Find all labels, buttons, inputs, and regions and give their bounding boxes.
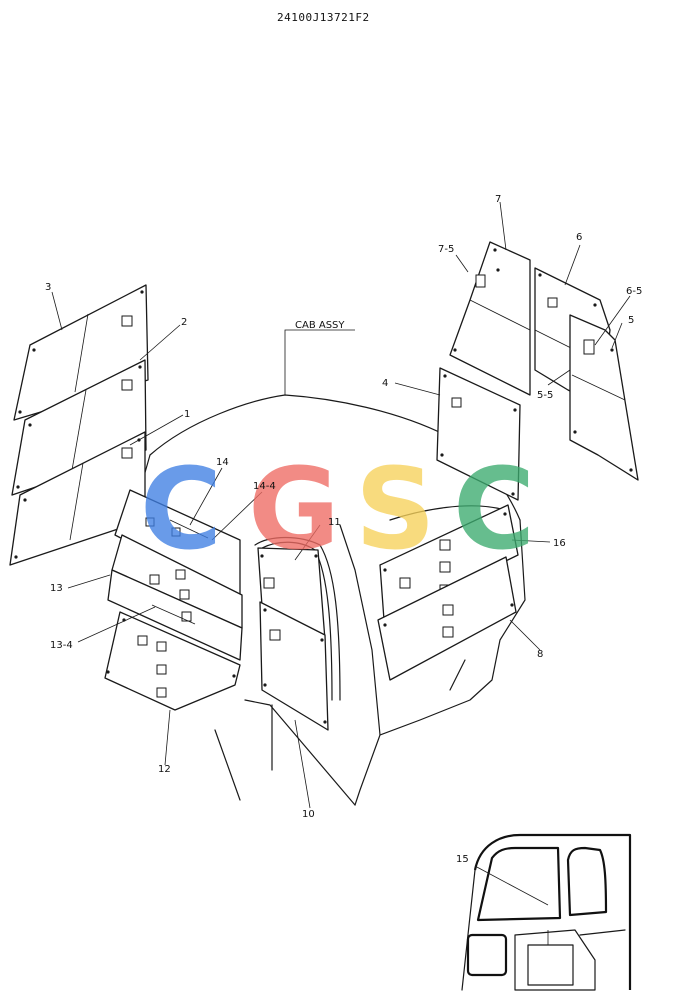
watermark-letter-3: S — [355, 445, 436, 575]
callout-13: 13 — [50, 583, 63, 594]
callout-6-5: 6-5 — [626, 286, 642, 297]
callout-3: 3 — [45, 282, 51, 293]
callout-labels: 3 2 1 7 7-5 6 6-5 5 4 5-5 14 14-4 11 16 … — [45, 194, 642, 865]
callout-8: 8 — [537, 649, 543, 660]
inset-cab — [461, 833, 632, 991]
callout-5: 5 — [628, 315, 634, 326]
panel-12 — [104, 611, 241, 711]
callout-15: 15 — [456, 854, 469, 865]
panel-4 — [436, 367, 521, 501]
watermark-letter-4: C — [453, 445, 535, 575]
callout-6: 6 — [576, 232, 582, 243]
callout-11: 11 — [328, 517, 341, 528]
panel-7 — [449, 241, 531, 396]
callout-10: 10 — [302, 809, 315, 820]
callout-13-4: 13-4 — [50, 640, 73, 651]
callout-7-5: 7-5 — [438, 244, 454, 255]
watermark-letter-1: C — [140, 445, 222, 575]
leader-lines — [51, 201, 631, 906]
drawing-number: 24100J13721F2 — [277, 11, 370, 24]
callout-4: 4 — [382, 378, 388, 389]
panel-8 — [377, 556, 517, 681]
callout-16: 16 — [553, 538, 566, 549]
panel-5 — [569, 314, 639, 481]
callout-2: 2 — [181, 317, 187, 328]
callout-14: 14 — [216, 457, 229, 468]
callout-7: 7 — [495, 194, 501, 205]
panel-16 — [379, 504, 519, 621]
cab-assy-label: CAB ASSY — [295, 320, 345, 331]
callout-12: 12 — [158, 764, 171, 775]
callout-5-5: 5-5 — [537, 390, 553, 401]
panel-10 — [259, 601, 329, 731]
watermark: C G S C — [140, 445, 535, 575]
panel-13 — [107, 534, 243, 661]
watermark-letter-2: G — [248, 445, 340, 575]
callout-1: 1 — [184, 409, 190, 420]
callout-14-4: 14-4 — [253, 481, 276, 492]
